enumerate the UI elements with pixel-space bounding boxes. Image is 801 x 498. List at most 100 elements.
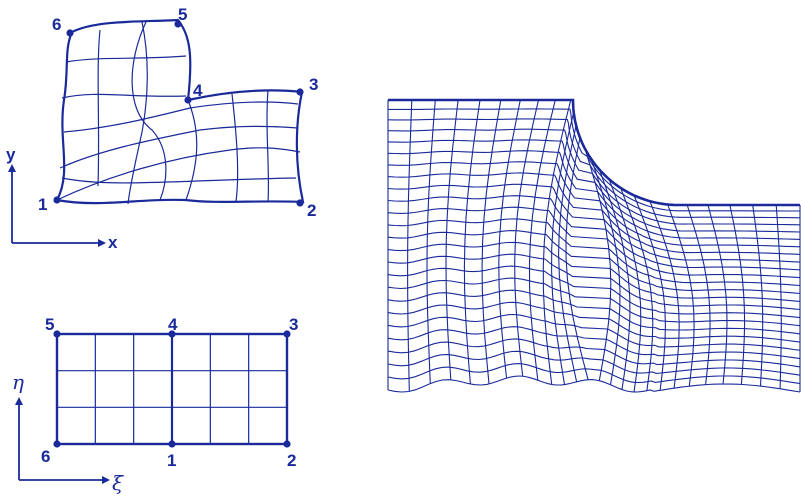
mesh-transverse-line [481, 99, 502, 384]
mesh-streamwise-line [387, 195, 801, 271]
mesh-streamwise-line [387, 277, 801, 327]
mesh-streamwise-line [387, 265, 801, 319]
mesh-transverse-line [528, 99, 556, 381]
mesh-streamwise-line [387, 253, 801, 311]
mesh-streamwise-line [387, 301, 801, 343]
computational-corner-label-1: 1 [167, 451, 176, 470]
physical-corner-label-5: 5 [178, 5, 187, 24]
physical-corner-label-3: 3 [309, 75, 318, 94]
physical-corner-dot [53, 196, 61, 204]
mesh-grid-lines [387, 99, 801, 393]
physical-corner-dot [184, 96, 192, 104]
mesh-transverse-line [445, 99, 459, 380]
physical-corner-dot [296, 88, 304, 96]
generated-mesh-panel [387, 98, 801, 393]
xi-eta-axes [15, 397, 110, 484]
mesh-transverse-line [558, 125, 578, 382]
mesh-transverse-line [584, 148, 612, 381]
y-axis-arrow-icon [8, 164, 16, 172]
physical-grid-curve [59, 125, 299, 169]
mesh-transverse-line [498, 99, 521, 379]
physical-grid-curve [266, 89, 270, 203]
computational-corner-label-2: 2 [287, 451, 296, 470]
mesh-transverse-line [729, 204, 746, 385]
physical-grid-curve [63, 101, 299, 133]
computational-domain-panel [53, 330, 291, 448]
computational-corner-dot [53, 440, 61, 448]
physical-domain-boundary [55, 18, 305, 205]
mesh-transverse-line [649, 201, 680, 389]
y-axis-label: y [6, 145, 16, 164]
xi-axis-label: ξ [112, 471, 124, 495]
computational-corner-dot [168, 440, 176, 448]
physical-grid-curve [65, 55, 187, 63]
computational-corner-dot [168, 330, 176, 338]
physical-grid-curve [131, 21, 167, 201]
x-axis-label: x [108, 233, 118, 252]
physical-grid-curve [61, 93, 187, 99]
computational-corner-dot [283, 440, 291, 448]
mesh-transverse-line [542, 99, 572, 385]
mesh-transverse-line [463, 99, 481, 385]
physical-grid-curve [231, 93, 239, 203]
physical-grid-curve [97, 29, 101, 187]
mesh-streamwise-line [387, 289, 801, 335]
physical-corner-dot [66, 29, 74, 37]
computational-corner-dot [283, 330, 291, 338]
mesh-streamwise-line [387, 313, 801, 351]
physical-grid-curve [127, 21, 148, 205]
mesh-streamwise-line [387, 118, 801, 219]
mesh-streamwise-line [387, 161, 801, 248]
mesh-transverse-line [565, 137, 589, 380]
physical-corner-label-1: 1 [38, 195, 47, 214]
mesh-streamwise-line [387, 172, 801, 255]
physical-corner-label-6: 6 [52, 15, 61, 34]
mesh-streamwise-line [387, 363, 801, 385]
x-axis-arrow-icon [98, 239, 106, 247]
mesh-transverse-line [426, 99, 436, 384]
mesh-transverse-line [752, 204, 764, 387]
computational-grid-lines [57, 334, 287, 444]
mesh-transverse-line [591, 159, 621, 385]
physical-corner-label-2: 2 [307, 201, 316, 220]
eta-axis-arrow-icon [15, 397, 23, 405]
physical-grid-lines [56, 21, 301, 205]
mesh-streamwise-line [387, 139, 801, 233]
mesh-streamwise-line [387, 241, 801, 302]
physical-grid-curve [61, 177, 297, 184]
xi-axis-arrow-icon [102, 476, 110, 484]
mesh-transverse-line [608, 179, 642, 393]
mesh-streamwise-line [388, 108, 800, 212]
mesh-transverse-line [707, 204, 728, 385]
physical-corner-points [53, 20, 304, 207]
physical-corner-label-4: 4 [193, 81, 203, 100]
mesh-streamwise-line [387, 150, 801, 240]
physical-corner-dot [296, 199, 304, 207]
eta-axis-label: η [12, 370, 24, 394]
mesh-transverse-line [775, 204, 782, 389]
computational-corner-label-3: 3 [289, 315, 298, 334]
physical-grid-curve [185, 99, 198, 201]
mesh-streamwise-line [387, 338, 801, 368]
computational-corner-label-4: 4 [168, 315, 178, 334]
mesh-streamwise-line [387, 230, 801, 295]
computational-corner-points [53, 330, 291, 448]
mesh-streamwise-line [387, 350, 801, 376]
computational-corner-label-6: 6 [41, 447, 50, 466]
mesh-wall-boundary [388, 98, 800, 207]
mesh-streamwise-line [387, 128, 801, 226]
xy-axes [8, 164, 106, 247]
mesh-transverse-line [667, 204, 695, 387]
computational-corner-dot [53, 330, 61, 338]
mesh-streamwise-line [387, 375, 801, 393]
mesh-streamwise-line [387, 206, 801, 279]
mesh-transverse-line [633, 195, 666, 391]
mesh-transverse-line [551, 111, 575, 385]
physical-domain-panel [53, 18, 305, 207]
mesh-transverse-line [620, 187, 654, 391]
physical-corner-dot [174, 20, 182, 28]
mesh-transverse-line [514, 99, 540, 377]
mesh-streamwise-line [387, 183, 801, 263]
computational-corner-label-5: 5 [45, 315, 54, 334]
